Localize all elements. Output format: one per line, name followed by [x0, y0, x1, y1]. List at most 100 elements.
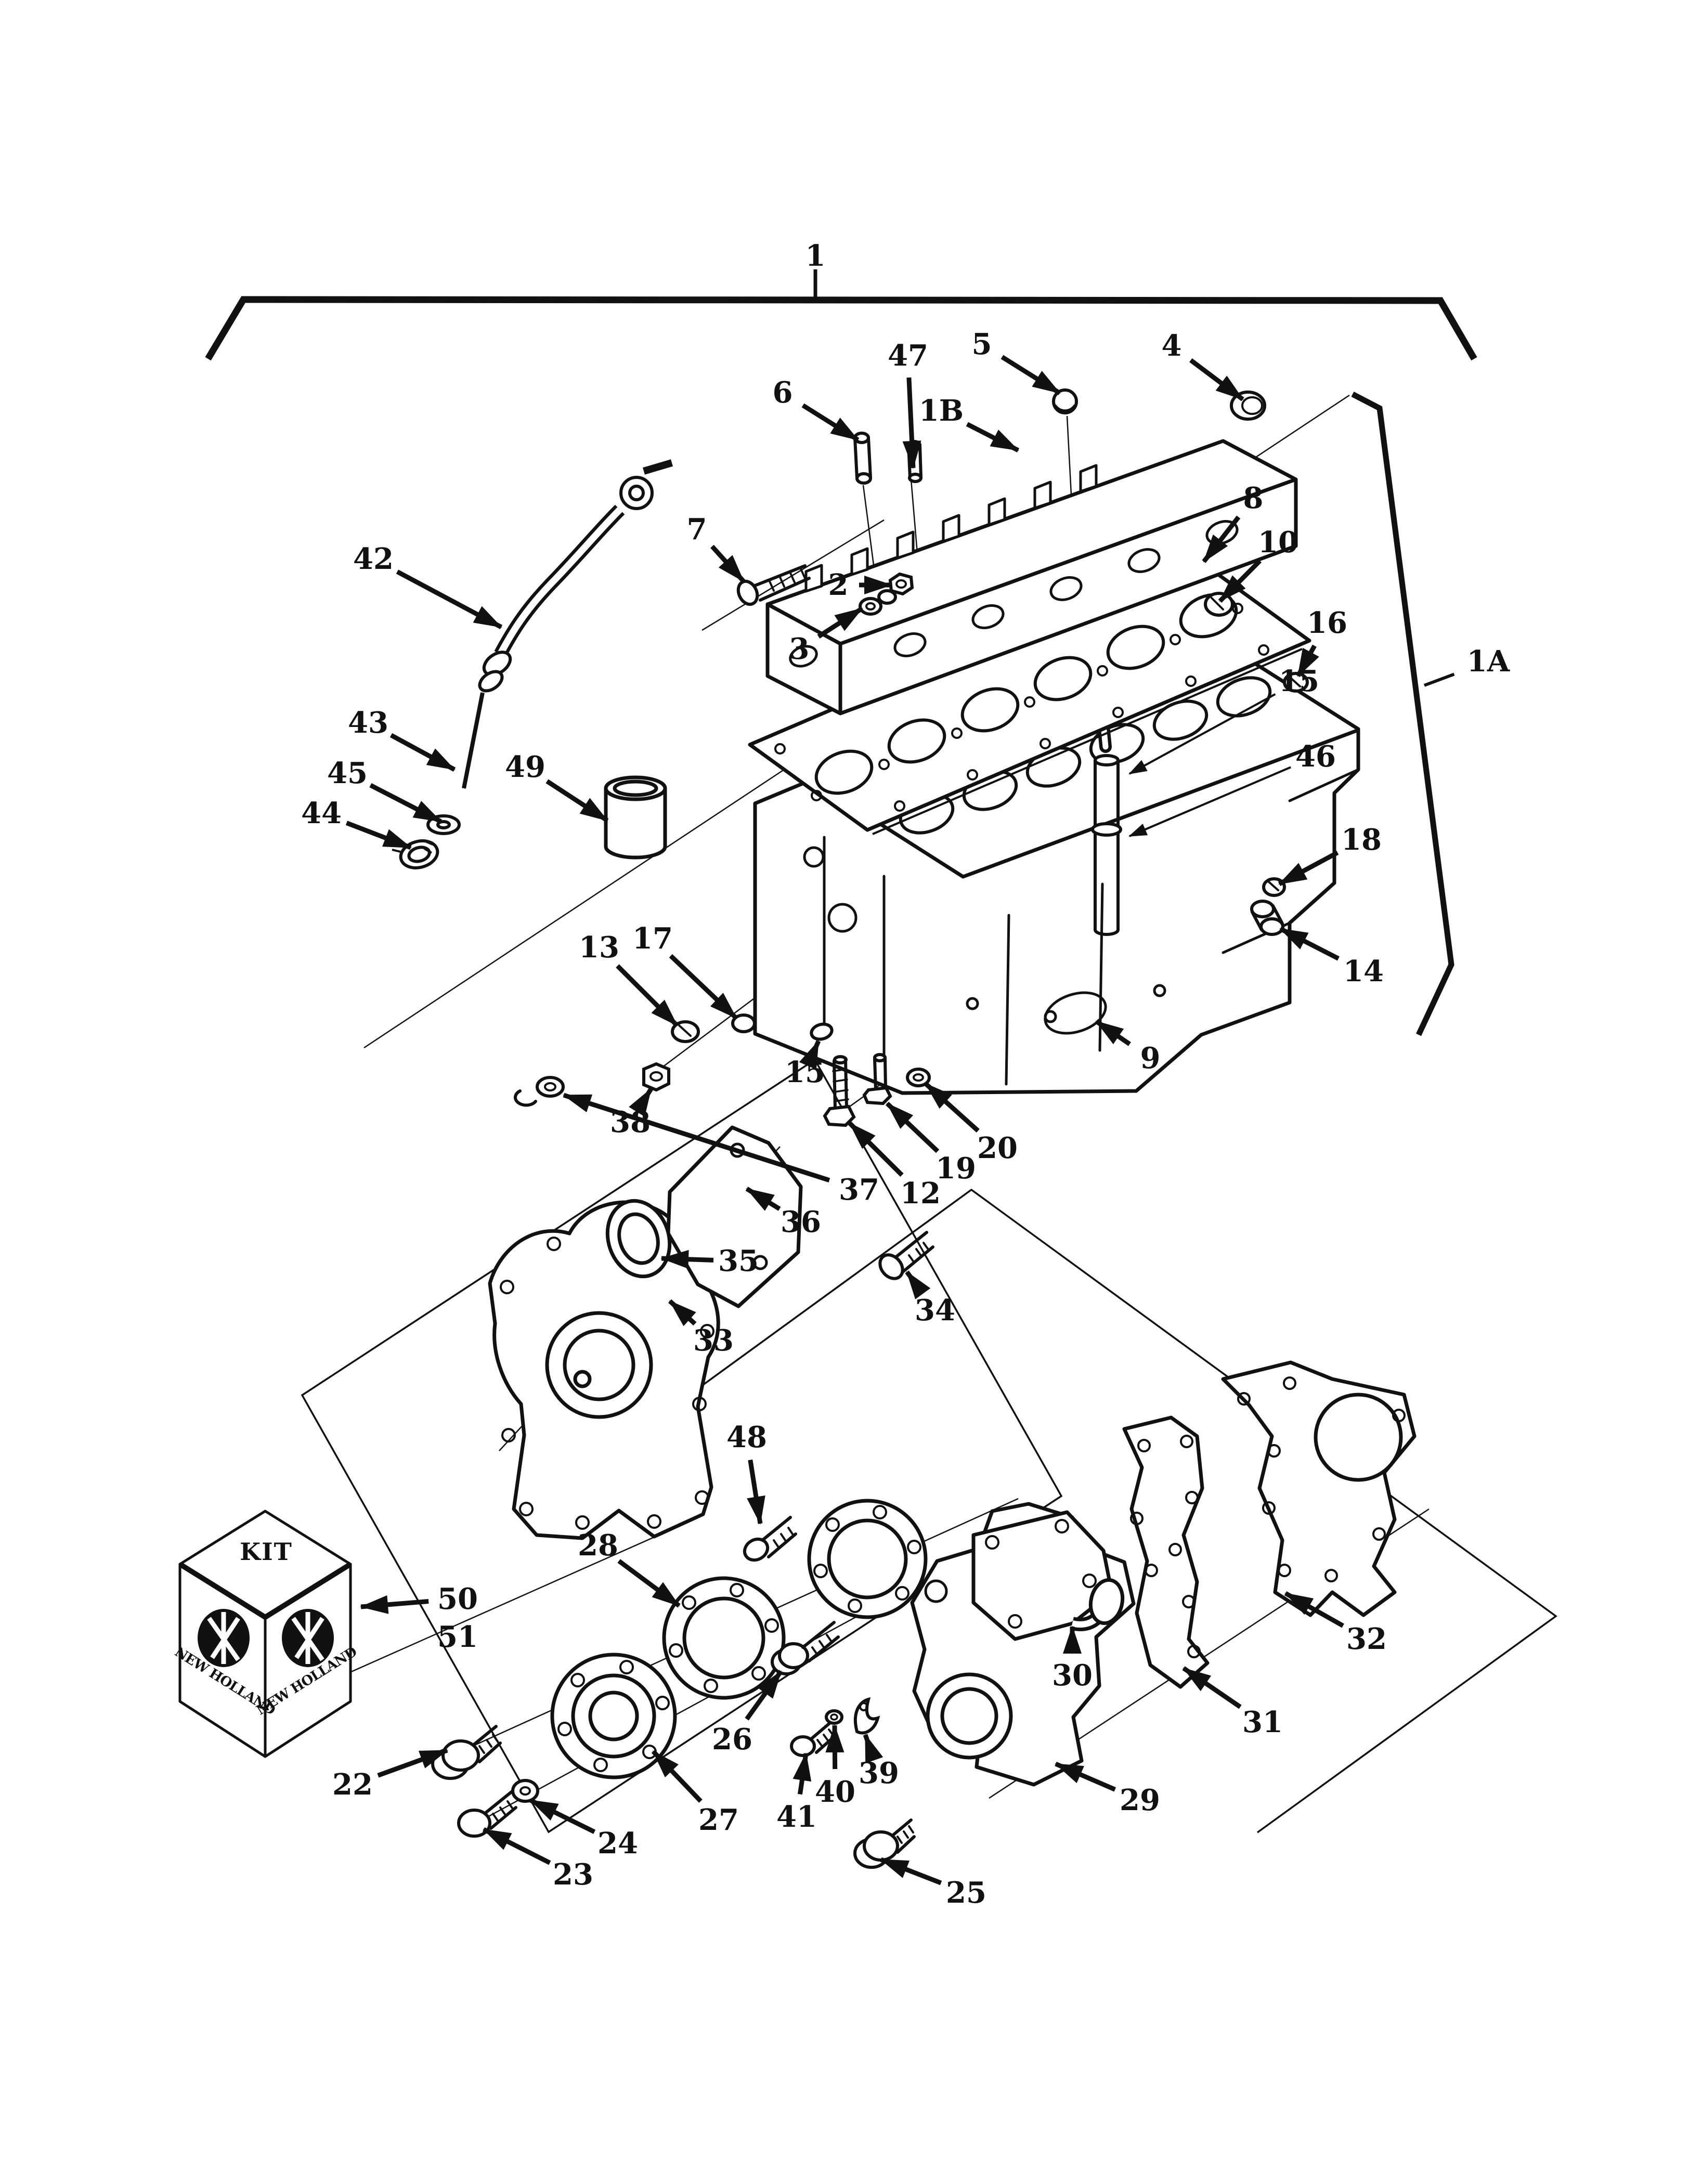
- callout-label-34: 34: [915, 1293, 955, 1328]
- timing-cover-group-boundary: [301, 1058, 1063, 1834]
- callout-label-26: 26: [712, 1722, 752, 1757]
- callout-label-46: 46: [1295, 739, 1336, 774]
- kit-box: KIT NEW HOLLAND NEW HOLLAND: [172, 1510, 360, 1758]
- callout-label-45: 45: [327, 756, 368, 790]
- callout-leader-3: [817, 606, 864, 639]
- gasket-bolt-holes: [774, 603, 1269, 812]
- bolt-12: [823, 1055, 856, 1127]
- kit-box-title: KIT: [240, 1538, 293, 1566]
- plug-17: [731, 1013, 756, 1033]
- housing-bolt-holes: [500, 1210, 714, 1530]
- callout-label-41: 41: [776, 1800, 817, 1834]
- callout-leader-17: [669, 954, 738, 1020]
- callout-label-14: 14: [1343, 954, 1384, 989]
- callout-label-50: 50: [437, 1582, 478, 1616]
- callout-leader-19: [885, 1101, 940, 1153]
- bolt-41: [790, 1720, 837, 1757]
- callout-label-13: 13: [579, 930, 619, 965]
- callout-leader-20: [924, 1082, 980, 1133]
- callout-label-44: 44: [301, 796, 342, 830]
- nut-38: [642, 1062, 670, 1092]
- bolt-34: [878, 1231, 934, 1280]
- callout-label-42: 42: [353, 542, 394, 576]
- back-plate-32: [1221, 1360, 1417, 1617]
- sleeve-49: [604, 775, 667, 860]
- figure-border-right-1A: [1351, 392, 1454, 1036]
- callout-label-33: 33: [693, 1323, 734, 1358]
- callout-label-43: 43: [348, 706, 388, 740]
- plug-15: [810, 1022, 834, 1041]
- callout-leader-8: [1202, 515, 1241, 563]
- callout-label-35: 35: [718, 1244, 759, 1278]
- callout-leader-6: [801, 403, 860, 442]
- callout-leader-31: [1182, 1666, 1242, 1709]
- callout-label-10: 10: [1258, 525, 1298, 560]
- gasket-31: [1122, 1415, 1210, 1689]
- gasket-28b: [807, 1499, 928, 1619]
- callout-leader-22: [377, 1748, 448, 1778]
- callout-leader-4: [1189, 358, 1244, 401]
- bolt-19: [862, 1053, 892, 1106]
- callout-leader-13: [616, 964, 679, 1028]
- plug-10: [1204, 592, 1234, 617]
- callout-label-24: 24: [597, 1826, 638, 1861]
- washer-40: [825, 1709, 843, 1725]
- callout-label-19: 19: [936, 1151, 976, 1186]
- callout-label-31: 31: [1242, 1705, 1283, 1739]
- callout-leader-28: [617, 1559, 681, 1608]
- callout-leader-12: [848, 1121, 904, 1177]
- callout-label-12: 12: [900, 1176, 941, 1211]
- washer-24: [511, 1779, 539, 1803]
- callout-leader-25: [880, 1857, 942, 1886]
- nut-2: [888, 572, 914, 596]
- callout-label-8: 8: [1243, 481, 1264, 515]
- washer-20: [906, 1068, 931, 1087]
- callout-leader-29: [1055, 1761, 1116, 1792]
- callout-label-2: 2: [828, 568, 849, 602]
- seal-ring-35: [605, 1199, 672, 1279]
- dipstick-rod-43: [462, 692, 485, 789]
- callout-label-32: 32: [1346, 1622, 1387, 1656]
- callout-leader-15: [1128, 693, 1276, 775]
- timing-gear-housing: [488, 1200, 720, 1540]
- callout-label-40: 40: [815, 1775, 855, 1809]
- bushing-14: [1250, 900, 1284, 936]
- callout-label-39: 39: [859, 1756, 899, 1790]
- callout-leader-7: [710, 544, 746, 583]
- callout-leader-33: [668, 1299, 697, 1327]
- callout-leader-34: [905, 1270, 931, 1299]
- callout-label-36: 36: [781, 1205, 821, 1239]
- callout-leader-14: [1279, 926, 1340, 961]
- callout-leader-49: [545, 779, 609, 823]
- retainer-39: [853, 1697, 880, 1735]
- fasteners: [431, 388, 1309, 1869]
- callout-label-18: 18: [1341, 823, 1382, 857]
- callout-label-51: 51: [437, 1620, 478, 1654]
- callout-leader-1A: [1423, 672, 1455, 687]
- figure-border-top: [205, 296, 1477, 361]
- callout-label-27: 27: [698, 1803, 739, 1837]
- callout-leader-37: [563, 1093, 830, 1182]
- callout-label-20: 20: [977, 1131, 1018, 1165]
- bolt-7: [736, 564, 811, 606]
- callout-leader-41: [792, 1752, 812, 1795]
- callout-label-47: 47: [888, 339, 928, 373]
- oil-pan-rail-lug: [1044, 991, 1107, 1035]
- callout-label-38: 38: [610, 1105, 651, 1139]
- callout-leader-24: [529, 1798, 596, 1834]
- water-pump-30: [971, 1510, 1125, 1641]
- callout-leader-42: [396, 569, 503, 629]
- callout-leader-45: [369, 783, 443, 824]
- callout-label-6: 6: [773, 375, 793, 410]
- callout-leader-18: [1278, 850, 1339, 886]
- washer-37: [514, 1076, 565, 1107]
- callout-leader-46: [1128, 766, 1291, 837]
- callout-label-37: 37: [839, 1173, 879, 1207]
- callout-label-30: 30: [1052, 1658, 1093, 1693]
- cover-plate-27: [550, 1653, 677, 1779]
- callout-leader-23: [482, 1827, 551, 1865]
- block-face-details: [803, 768, 1360, 1086]
- head-ports: [789, 520, 1239, 668]
